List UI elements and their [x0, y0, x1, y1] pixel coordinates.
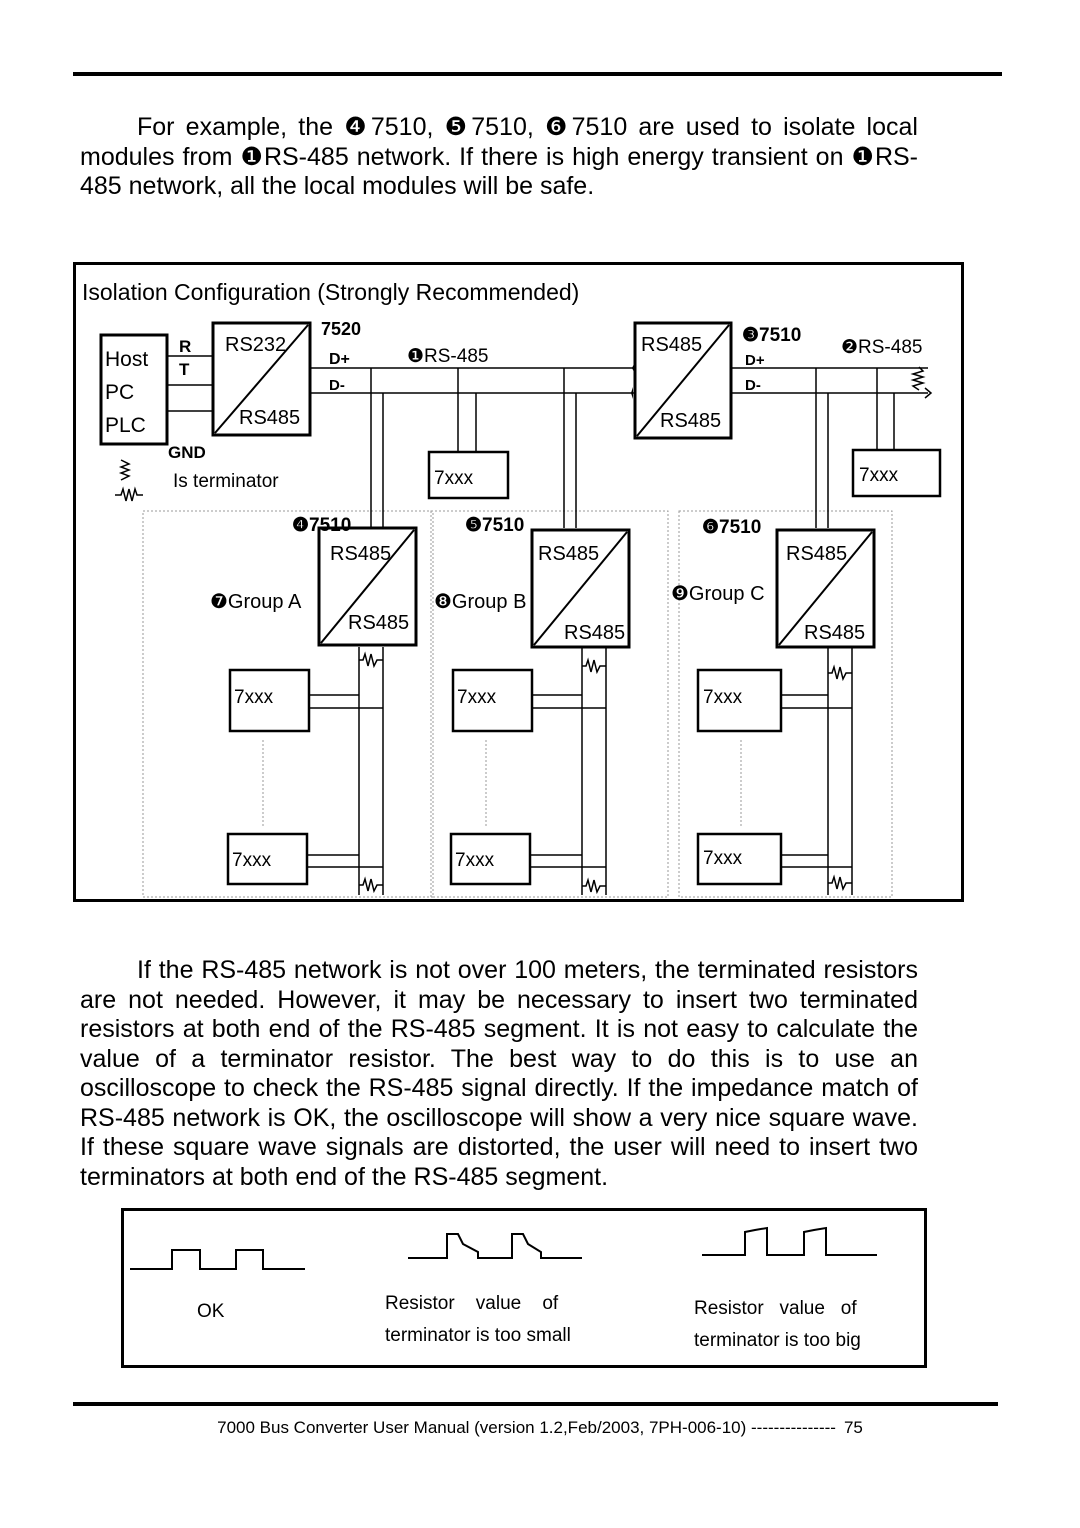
- converter-4-box: [317, 526, 418, 647]
- circled-marker: ❻: [544, 113, 572, 141]
- terminator-note: Is terminator: [173, 471, 279, 492]
- waveform-frame: [121, 1208, 927, 1368]
- dminus-label-2: D-: [745, 377, 761, 394]
- module-label: 7xxx: [455, 850, 495, 871]
- converter-6-top: RS485: [786, 543, 847, 565]
- converter-6-bottom: RS485: [804, 622, 865, 644]
- plc-label: PLC: [105, 414, 146, 437]
- bottom-rule: [73, 1402, 998, 1406]
- resistor-icon: [359, 876, 383, 894]
- group-c-region: [678, 510, 893, 898]
- page-footer: 7000 Bus Converter User Manual (version …: [0, 1418, 1080, 1438]
- isolation-diagram: Isolation Configuration (Strongly Recomm…: [73, 262, 964, 902]
- r-label: R: [179, 337, 191, 356]
- resistor-icon: [359, 651, 383, 669]
- module-label: 7xxx: [434, 468, 474, 489]
- t-label: T: [179, 360, 190, 379]
- group-b-region: [430, 510, 669, 898]
- module-7xxx-box: [226, 832, 309, 886]
- pc-label: PC: [105, 381, 134, 404]
- resistor-icon: [910, 366, 926, 391]
- dminus-label: D-: [329, 377, 345, 394]
- converter-5-name: ❺7510: [465, 515, 524, 536]
- converter-3-top: RS485: [641, 334, 702, 356]
- converter-4-top: RS485: [330, 543, 391, 565]
- ok-square-wave: [130, 1249, 305, 1270]
- module-7xxx-box: [851, 448, 942, 498]
- module-label: 7xxx: [457, 687, 497, 708]
- small-terminator-wave: [408, 1233, 582, 1259]
- converter-6-name: ❻7510: [702, 517, 761, 538]
- circled-marker: ❶: [240, 142, 264, 171]
- resistor-icon: [582, 877, 606, 895]
- big-label-line2: terminator is too big: [694, 1330, 861, 1351]
- top-rule: [73, 72, 1002, 76]
- module-7xxx-box: [696, 668, 783, 733]
- group-c-label: ❾Group C: [671, 583, 765, 605]
- intro-paragraph: For example, the ❹7510, ❺7510, ❻7510 are…: [80, 113, 918, 200]
- converter-3-bottom: RS485: [660, 410, 721, 432]
- module-7xxx-box: [228, 668, 311, 733]
- resistor-icon: [828, 874, 852, 892]
- converter-5-top: RS485: [538, 543, 599, 565]
- converter-4-bottom: RS485: [348, 612, 409, 634]
- module-7xxx-box: [696, 832, 783, 886]
- big-label-line1: Resistor value of: [694, 1298, 857, 1319]
- host-box: [99, 333, 169, 446]
- dplus-label: D+: [329, 351, 350, 368]
- circled-marker: ❶: [851, 142, 875, 171]
- module-label: 7xxx: [703, 687, 743, 708]
- waveform-figure: OK Resistor value of terminator is too s…: [121, 1208, 927, 1368]
- group-a-label: ❼Group A: [210, 591, 302, 613]
- converter-5-bottom: RS485: [564, 622, 625, 644]
- big-terminator-wave: [702, 1226, 877, 1256]
- converter-6-box: [775, 528, 876, 649]
- converter-7520-box: [211, 321, 312, 437]
- converter-3-box: [633, 321, 733, 440]
- small-label-line2: terminator is too small: [385, 1325, 571, 1346]
- group-a-region: [142, 510, 434, 898]
- network-1-label: ❶RS-485: [407, 346, 488, 367]
- waveform-diagram: [121, 1208, 927, 1368]
- network-2-label: ❷RS-485: [841, 337, 922, 358]
- terminator-paragraph: If the RS-485 network is not over 100 me…: [80, 956, 918, 1191]
- converter-7520-top: RS232: [225, 334, 286, 356]
- converter-7520-bottom: RS485: [239, 407, 300, 429]
- footer-text: 7000 Bus Converter User Manual (version …: [217, 1418, 836, 1437]
- module-label: 7xxx: [859, 465, 899, 486]
- module-label: 7xxx: [703, 848, 743, 869]
- ok-label: OK: [197, 1301, 225, 1322]
- small-label-line1: Resistor value of: [385, 1293, 559, 1314]
- page-number: 75: [843, 1418, 863, 1437]
- dplus-label-2: D+: [745, 352, 765, 369]
- resistor-icon: [582, 657, 606, 675]
- group-b-label: ❽Group B: [434, 591, 526, 613]
- gnd-label: GND: [168, 443, 206, 462]
- figure-frame: [73, 262, 964, 902]
- resistor-icon: [118, 459, 132, 481]
- converter-3-name: ❸7510: [742, 325, 801, 346]
- converter-4-name: ❹7510: [292, 515, 351, 536]
- circled-marker: ❹: [344, 113, 371, 141]
- resistor-icon: [828, 664, 852, 682]
- resistor-icon: [115, 486, 143, 502]
- module-label: 7xxx: [232, 850, 272, 871]
- circled-marker: ❺: [444, 113, 472, 141]
- host-label: Host: [105, 348, 148, 371]
- isolation-figure: Isolation Configuration (Strongly Recomm…: [73, 262, 964, 902]
- module-7xxx-box: [427, 450, 510, 500]
- converter-7520-name: 7520: [321, 319, 361, 339]
- module-7xxx-box: [451, 668, 534, 733]
- module-label: 7xxx: [234, 687, 274, 708]
- module-7xxx-box: [449, 832, 532, 886]
- converter-5-box: [530, 528, 631, 649]
- figure-title: Isolation Configuration (Strongly Recomm…: [82, 279, 579, 305]
